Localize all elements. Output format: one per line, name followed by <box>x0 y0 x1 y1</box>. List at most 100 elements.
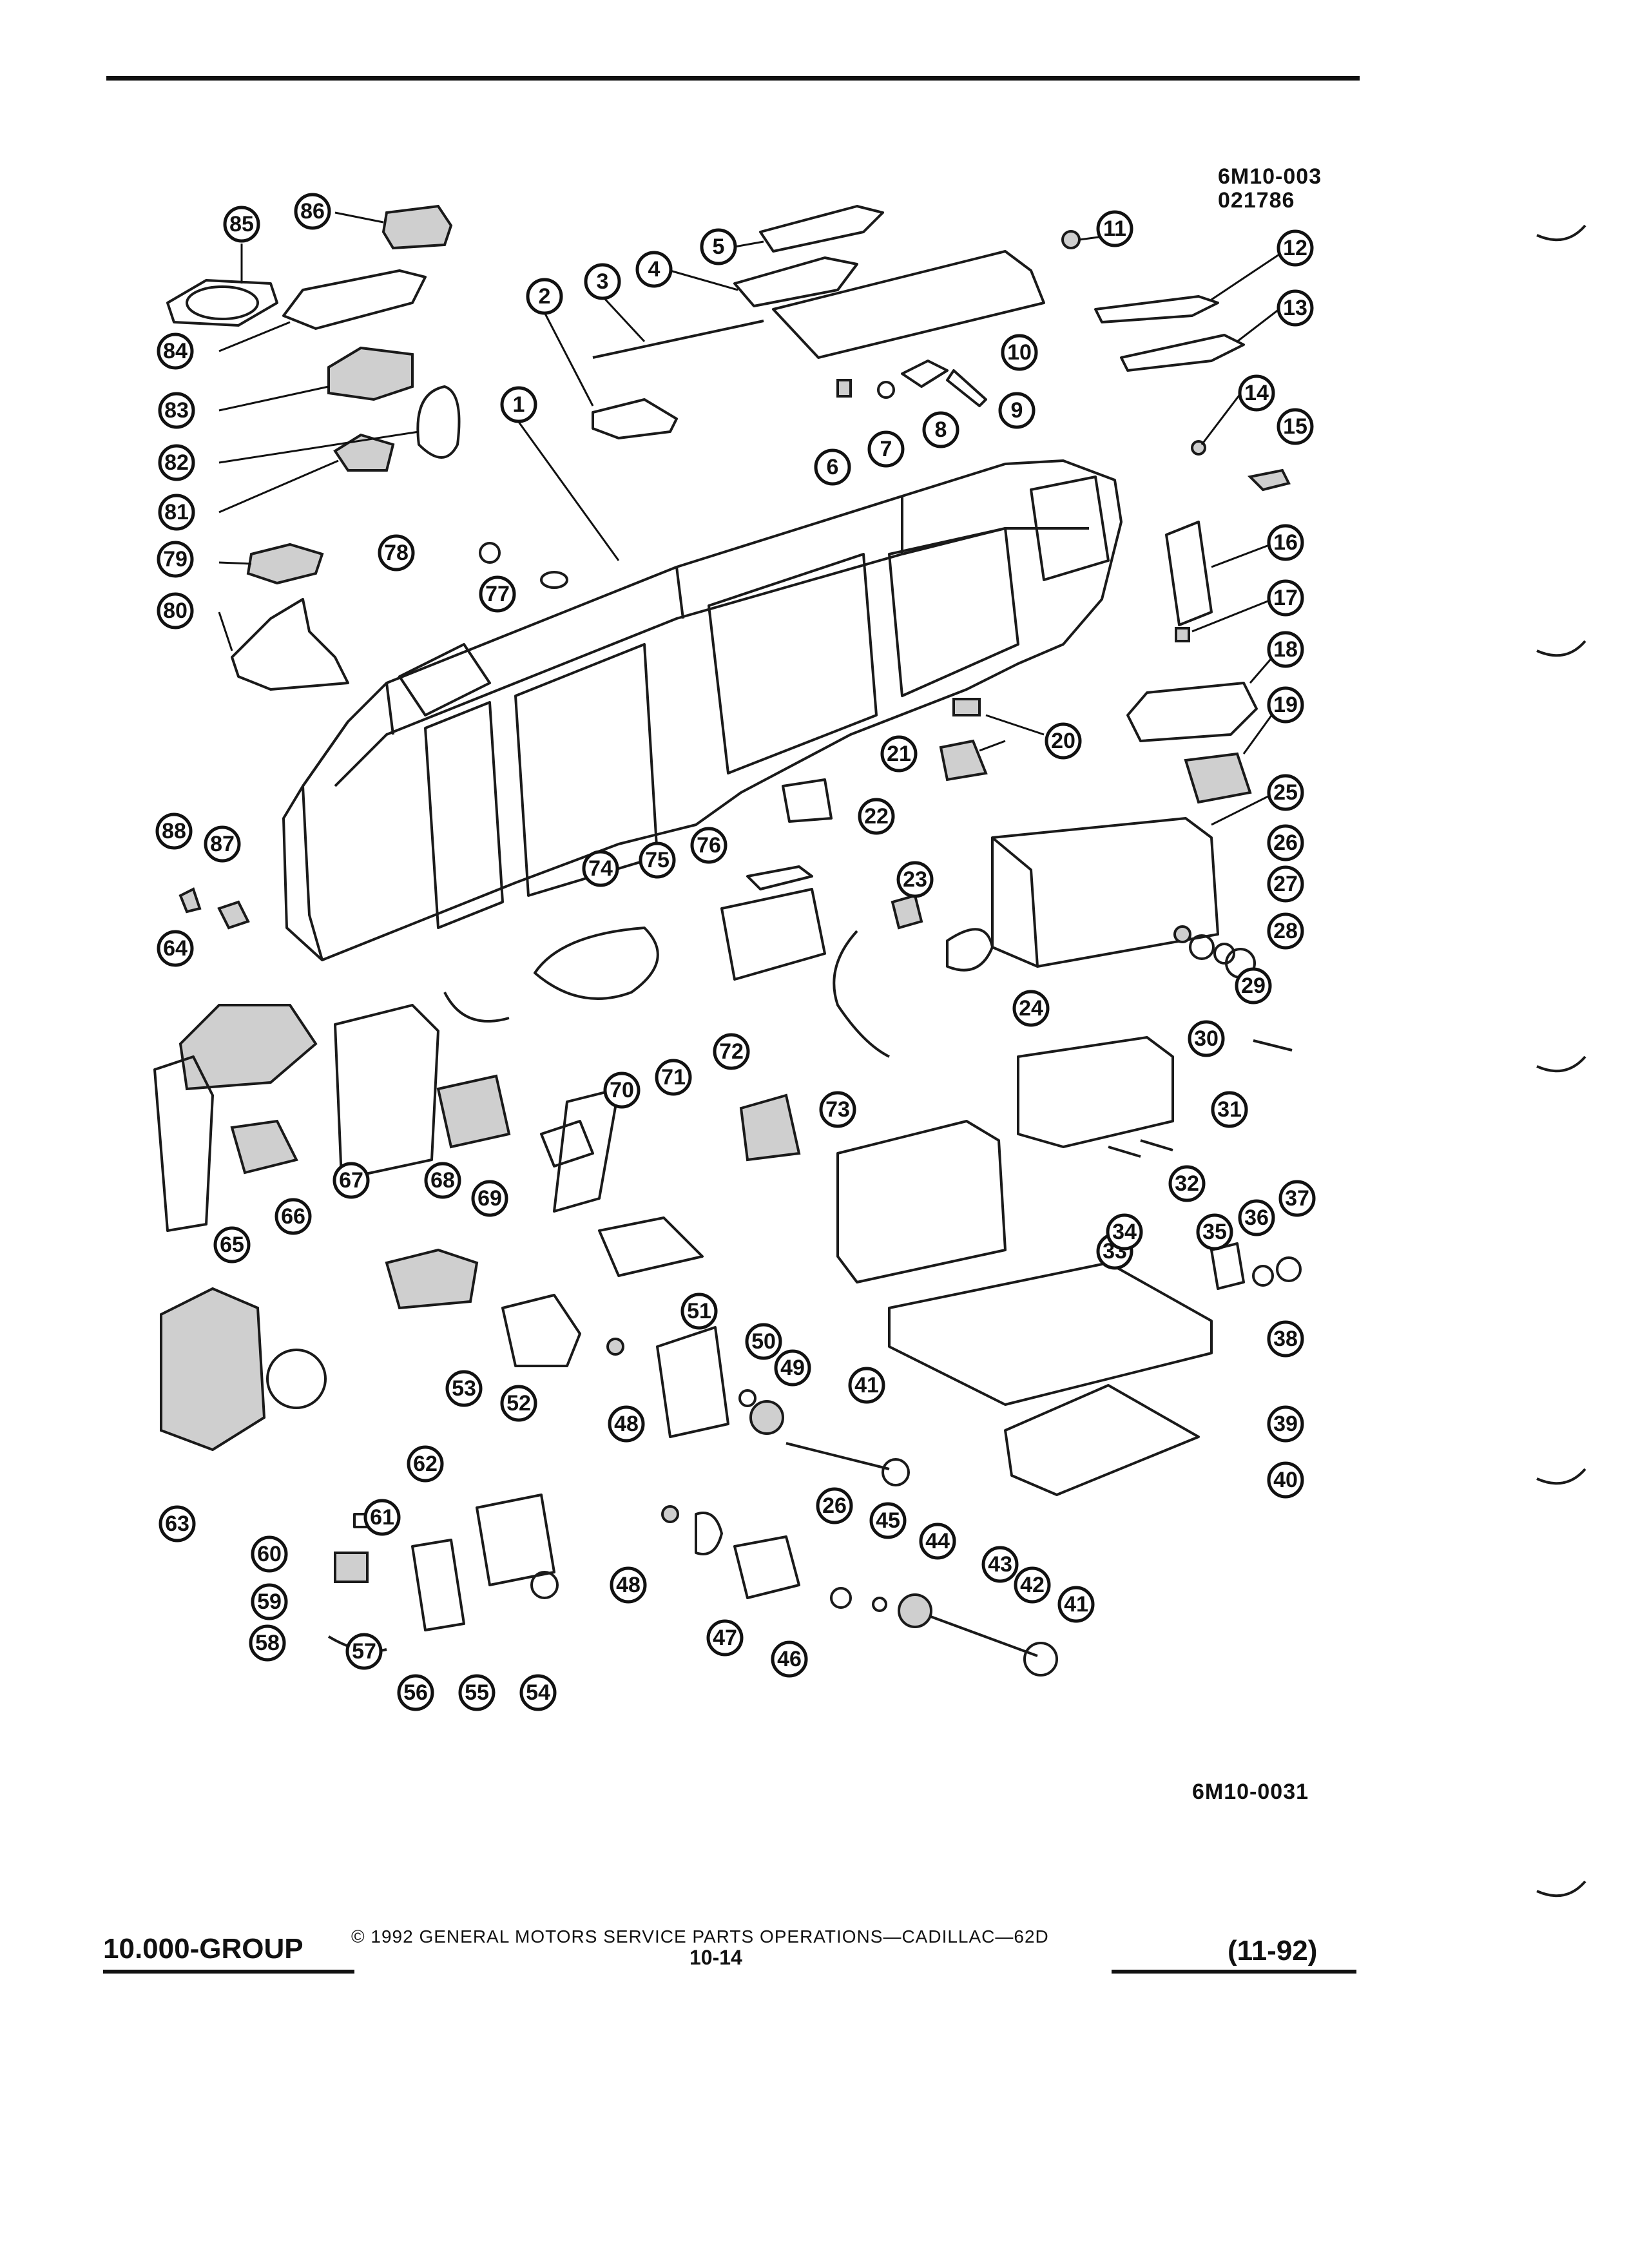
callout-circle <box>479 575 516 613</box>
callout-label: 47 <box>713 1626 737 1650</box>
callout-70: 70 <box>603 1072 641 1109</box>
callout-13: 13 <box>1277 289 1314 327</box>
callout-38: 38 <box>1267 1320 1304 1358</box>
callout-label: 49 <box>780 1356 805 1380</box>
callout-circle <box>1278 1180 1316 1217</box>
callout-circle <box>213 1226 251 1264</box>
callout-label: 58 <box>255 1631 280 1655</box>
callout-8: 8 <box>922 411 959 448</box>
callout-label: 34 <box>1112 1220 1137 1244</box>
callout-label: 62 <box>413 1452 438 1476</box>
callout-21: 21 <box>880 735 918 773</box>
callout-circle <box>397 1674 434 1711</box>
callout-label: 40 <box>1273 1468 1298 1492</box>
callout-circle <box>819 1091 856 1128</box>
callout-circle <box>998 392 1036 429</box>
callout-circle <box>919 1523 956 1560</box>
callout-circle <box>680 1293 718 1330</box>
parts-group <box>153 204 1302 1677</box>
callout-label: 31 <box>1217 1097 1242 1122</box>
callout-label: 7 <box>880 437 892 461</box>
callout-47: 47 <box>706 1619 744 1657</box>
callout-circle <box>1267 579 1304 617</box>
callout-circle <box>1267 524 1304 561</box>
callout-75: 75 <box>639 841 676 879</box>
callout-label: 21 <box>887 742 911 766</box>
callout-circle <box>333 1162 370 1199</box>
callout-26: 26 <box>1267 824 1304 861</box>
callout-label: 17 <box>1273 586 1298 610</box>
callout-80: 80 <box>157 592 194 629</box>
callout-label: 23 <box>903 867 927 892</box>
callout-circle <box>771 1640 808 1678</box>
callout-label: 5 <box>713 235 725 259</box>
callout-circle <box>158 444 195 481</box>
callout-circle <box>1057 1586 1095 1623</box>
callout-circle <box>1277 289 1314 327</box>
callout-label: 2 <box>539 284 551 309</box>
callout-label: 6 <box>827 455 839 479</box>
callout-label: 57 <box>352 1639 376 1664</box>
callout-20: 20 <box>1045 722 1082 760</box>
callout-72: 72 <box>713 1033 750 1070</box>
callout-circle <box>700 228 737 265</box>
callout-circle <box>223 206 260 243</box>
callout-17: 17 <box>1267 579 1304 617</box>
callout-circle <box>519 1674 557 1711</box>
callout-label: 18 <box>1273 637 1298 662</box>
callout-circle <box>1267 774 1304 811</box>
callout-85: 85 <box>223 206 260 243</box>
callout-2: 2 <box>526 278 563 315</box>
callout-label: 81 <box>164 500 189 524</box>
callout-circle <box>1267 1461 1304 1499</box>
callout-28: 28 <box>1267 912 1304 950</box>
callout-label: 79 <box>163 547 188 572</box>
callout-label: 26 <box>1273 831 1298 855</box>
callout-label: 51 <box>687 1299 711 1323</box>
callout-label: 16 <box>1273 530 1298 555</box>
callout-circle <box>1238 1199 1275 1236</box>
callout-circle <box>526 278 563 315</box>
top-rule <box>106 76 1360 81</box>
callout-label: 53 <box>452 1376 476 1401</box>
callout-circle <box>251 1583 288 1620</box>
callout-label: 22 <box>864 804 889 829</box>
callout-label: 66 <box>281 1204 305 1229</box>
callout-76: 76 <box>690 827 728 864</box>
callout-label: 41 <box>1064 1592 1088 1617</box>
callout-label: 39 <box>1273 1412 1298 1436</box>
callout-circle <box>774 1349 811 1387</box>
callout-circle <box>867 430 905 468</box>
callout-50: 50 <box>745 1323 782 1360</box>
callout-35: 35 <box>1196 1213 1233 1251</box>
callout-84: 84 <box>157 332 194 370</box>
callout-label: 37 <box>1285 1186 1309 1211</box>
callout-18: 18 <box>1267 631 1304 668</box>
callout-49: 49 <box>774 1349 811 1387</box>
callout-87: 87 <box>204 825 241 863</box>
callout-label: 61 <box>370 1505 394 1530</box>
ref-code-bottom: 6M10-0031 <box>1192 1780 1309 1804</box>
callout-82: 82 <box>158 444 195 481</box>
callout-label: 78 <box>384 541 409 565</box>
callout-circle <box>706 1619 744 1657</box>
callout-circle <box>1267 865 1304 903</box>
callout-78: 78 <box>378 534 415 572</box>
callout-circle <box>157 930 194 967</box>
callout-43: 43 <box>981 1546 1019 1583</box>
callout-circle <box>981 1546 1019 1583</box>
callout-label: 71 <box>661 1065 686 1090</box>
callout-circle <box>858 798 895 835</box>
callout-circle <box>1238 374 1275 412</box>
callout-label: 42 <box>1020 1573 1045 1597</box>
callout-40: 40 <box>1267 1461 1304 1499</box>
ref-code-top-2: 021786 <box>1218 188 1295 213</box>
callout-circle <box>869 1502 907 1539</box>
callout-58: 58 <box>249 1624 286 1662</box>
callout-37: 37 <box>1278 1180 1316 1217</box>
callout-44: 44 <box>919 1523 956 1560</box>
callout-label: 69 <box>477 1186 502 1211</box>
callout-60: 60 <box>251 1535 288 1573</box>
callout-41: 41 <box>848 1367 885 1404</box>
callout-label: 35 <box>1202 1220 1227 1244</box>
